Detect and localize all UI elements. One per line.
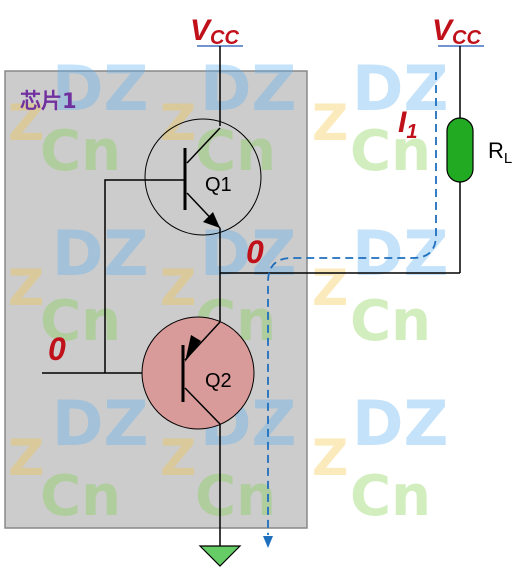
transistor-q2: Q2 — [141, 316, 255, 430]
svg-text:Cn: Cn — [350, 464, 431, 529]
svg-text:DZ: DZ — [352, 387, 448, 460]
wire-q1-base — [104, 179, 185, 373]
svg-text:Z: Z — [8, 94, 44, 152]
q2-label: Q2 — [205, 370, 232, 392]
vcc-left-label: VCC — [190, 14, 239, 49]
q1-body — [144, 118, 262, 236]
vcc-right-label: VCC — [432, 14, 481, 49]
svg-text:Z: Z — [8, 259, 44, 317]
svg-text:Cn: Cn — [195, 464, 276, 529]
svg-text:Cn: Cn — [350, 289, 431, 354]
q2-arrow — [185, 335, 201, 362]
svg-text:Z: Z — [312, 259, 348, 317]
chip-body — [4, 70, 308, 529]
svg-text:Z: Z — [8, 429, 44, 487]
svg-text:Z: Z — [160, 429, 196, 487]
svg-text:Z: Z — [160, 259, 196, 317]
svg-text:Cn: Cn — [40, 464, 121, 529]
svg-text:Z: Z — [160, 94, 196, 152]
q2-emitter-lead — [184, 387, 221, 425]
svg-text:DZ: DZ — [52, 217, 148, 290]
load-resistor-label: RL — [488, 138, 512, 167]
svg-text:DZ: DZ — [52, 52, 148, 125]
q1-label: Q1 — [205, 174, 232, 196]
svg-text:DZ: DZ — [52, 387, 148, 460]
svg-text:Cn: Cn — [40, 289, 121, 354]
q1-collector-lead — [186, 127, 221, 164]
output-level-label: 0 — [246, 234, 264, 270]
svg-text:DZ: DZ — [200, 217, 296, 290]
load-resistor: RL — [446, 117, 512, 183]
q1-emitter-arrow — [203, 212, 220, 228]
current-path — [267, 72, 437, 535]
ground-icon — [198, 545, 242, 567]
svg-text:Z: Z — [312, 94, 348, 152]
svg-text:DZ: DZ — [200, 52, 296, 125]
chip-label: 芯片1 — [20, 89, 77, 113]
load-resistor-body — [446, 117, 474, 183]
input-level-label: 0 — [48, 331, 66, 367]
q2-body — [141, 316, 255, 430]
svg-text:Cn: Cn — [40, 119, 121, 184]
transistor-q1: Q1 — [144, 118, 262, 236]
svg-text:Cn: Cn — [350, 119, 431, 184]
watermark: DZ DZ DZ Z Z Z Cn Cn Cn DZ DZ DZ Z Z Z C… — [8, 52, 448, 529]
svg-text:DZ: DZ — [352, 52, 448, 125]
svg-text:Cn: Cn — [195, 119, 276, 184]
svg-text:DZ: DZ — [352, 217, 448, 290]
current-arrow-head — [263, 536, 273, 548]
current-label: I1 — [398, 106, 417, 143]
svg-text:Z: Z — [312, 429, 348, 487]
